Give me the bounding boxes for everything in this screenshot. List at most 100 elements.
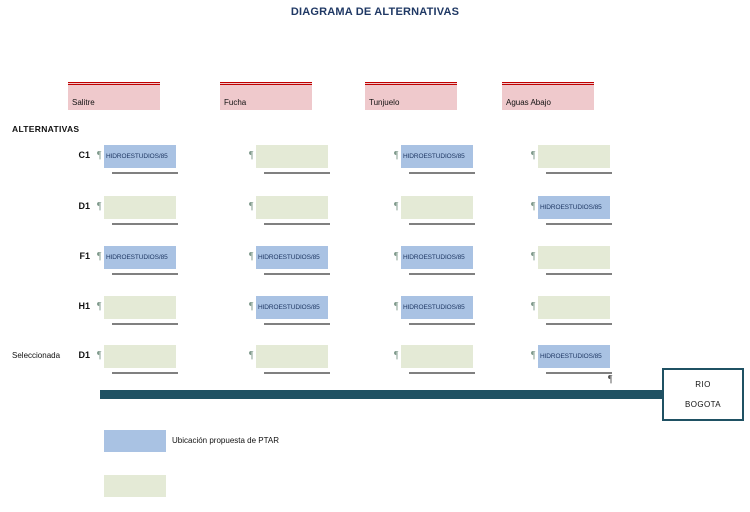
pilcrow-icon: ¶ (531, 301, 536, 312)
column-header-3: Aguas Abajo (502, 82, 594, 110)
empty-box[interactable] (256, 345, 328, 368)
legend-swatch-0 (104, 430, 166, 452)
pilcrow-icon: ¶ (97, 251, 102, 262)
cell-underline (112, 172, 178, 174)
pilcrow-icon: ¶ (531, 251, 536, 262)
pilcrow-icon: ¶ (394, 251, 399, 262)
cell-underline (409, 273, 475, 275)
cell-h1-2[interactable]: ¶ HIDROESTUDIOS/85 (394, 296, 475, 325)
legend-label-0: Ubicación propuesta de PTAR (172, 436, 280, 445)
empty-box[interactable] (401, 196, 473, 219)
cell-h1-0[interactable]: ¶ (97, 296, 178, 325)
ptar-box[interactable]: HIDROESTUDIOS/85 (256, 246, 328, 269)
ptar-box[interactable]: HIDROESTUDIOS/85 (401, 296, 473, 319)
cell-d1-2[interactable]: ¶ (394, 196, 475, 225)
ptar-label: HIDROESTUDIOS/85 (258, 304, 320, 311)
cell-c1-0[interactable]: ¶HIDROESTUDIOS/85 (97, 145, 178, 174)
pilcrow-icon: ¶ (394, 150, 399, 161)
column-header-label: Tunjuelo (369, 98, 400, 107)
cell-underline (546, 172, 612, 174)
empty-box[interactable] (104, 196, 176, 219)
ptar-box[interactable]: HIDROESTUDIOS/85 (104, 145, 176, 168)
cell-underline (264, 172, 330, 174)
empty-box[interactable] (538, 145, 610, 168)
cell-underline (112, 273, 178, 275)
ptar-label: HIDROESTUDIOS/85 (106, 153, 168, 160)
row-code-3: H1 (78, 301, 90, 311)
cell-h1-1[interactable]: ¶ HIDROESTUDIOS/85 (249, 296, 330, 325)
column-header-2: Tunjuelo (365, 82, 457, 110)
ptar-label: HIDROESTUDIOS/85 (540, 204, 602, 211)
pilcrow-icon: ¶ (394, 301, 399, 312)
ptar-box[interactable]: HIDROESTUDIOS/85 (256, 296, 328, 319)
cell-f1-3[interactable]: ¶ (531, 246, 612, 275)
empty-box[interactable] (538, 246, 610, 269)
cell-underline (546, 323, 612, 325)
ptar-box[interactable]: HIDROESTUDIOS/85 (401, 246, 473, 269)
ptar-label: HIDROESTUDIOS/85 (403, 254, 465, 261)
cell-underline (409, 172, 475, 174)
ptar-label: HIDROESTUDIOS/85 (106, 254, 168, 261)
cell-underline (264, 223, 330, 225)
ptar-label: HIDROESTUDIOS/85 (540, 353, 602, 360)
ptar-box[interactable]: HIDROESTUDIOS/85 (401, 145, 473, 168)
empty-box[interactable] (401, 345, 473, 368)
column-header-label: Fucha (224, 98, 247, 107)
cell-underline (264, 323, 330, 325)
pilcrow-icon: ¶ (249, 150, 254, 161)
pilcrow-icon: ¶ (608, 374, 613, 385)
ptar-box[interactable]: HIDROESTUDIOS/85 (538, 345, 610, 368)
cell-d1-3[interactable]: ¶HIDROESTUDIOS/85 (531, 345, 612, 374)
pilcrow-icon: ¶ (249, 301, 254, 312)
cell-c1-2[interactable]: ¶HIDROESTUDIOS/85 (394, 145, 475, 174)
ptar-box[interactable]: HIDROESTUDIOS/85 (104, 246, 176, 269)
alternatives-heading: ALTERNATIVAS (12, 124, 80, 134)
pilcrow-icon: ¶ (394, 350, 399, 361)
cell-d1-3[interactable]: ¶ HIDROESTUDIOS/85 (531, 196, 612, 225)
cell-c1-1[interactable]: ¶ (249, 145, 330, 174)
empty-box[interactable] (104, 345, 176, 368)
column-header-1: Fucha (220, 82, 312, 110)
cell-underline (546, 223, 612, 225)
pilcrow-icon: ¶ (249, 251, 254, 262)
pilcrow-icon: ¶ (97, 350, 102, 361)
empty-box[interactable] (538, 296, 610, 319)
ptar-box[interactable]: HIDROESTUDIOS/85 (538, 196, 610, 219)
empty-box[interactable] (104, 296, 176, 319)
cell-f1-1[interactable]: ¶ HIDROESTUDIOS/85 (249, 246, 330, 275)
cell-underline (112, 223, 178, 225)
cell-f1-0[interactable]: ¶ HIDROESTUDIOS/85 (97, 246, 178, 275)
cell-d1-1[interactable]: ¶ (249, 345, 330, 374)
cell-d1-0[interactable]: ¶ (97, 345, 178, 374)
empty-box[interactable] (256, 145, 328, 168)
pilcrow-icon: ¶ (531, 201, 536, 212)
pilcrow-icon: ¶ (531, 150, 536, 161)
pilcrow-icon: ¶ (97, 301, 102, 312)
cell-underline (264, 372, 330, 374)
rio-bogota-line1: RIO (695, 379, 711, 389)
cell-underline (546, 273, 612, 275)
cell-d1-1[interactable]: ¶ (249, 196, 330, 225)
column-header-label: Aguas Abajo (506, 98, 551, 107)
rio-bogota-line2: BOGOTA (684, 400, 722, 410)
cell-h1-3[interactable]: ¶ (531, 296, 612, 325)
ptar-label: HIDROESTUDIOS/85 (258, 254, 320, 261)
row-code-4: D1 (78, 350, 90, 360)
page-title: DIAGRAMA DE ALTERNATIVAS (290, 6, 460, 18)
cell-c1-3[interactable]: ¶ (531, 145, 612, 174)
cell-underline (409, 223, 475, 225)
legend-swatch-1 (104, 475, 166, 497)
row-code-2: F1 (79, 251, 90, 261)
rio-bogota-channel (100, 390, 666, 399)
cell-underline (409, 372, 475, 374)
row-code-0: C1 (78, 150, 90, 160)
ptar-label: HIDROESTUDIOS/85 (403, 304, 465, 311)
empty-box[interactable] (256, 196, 328, 219)
cell-d1-0[interactable]: ¶ (97, 196, 178, 225)
cell-d1-2[interactable]: ¶ (394, 345, 475, 374)
cell-underline (409, 323, 475, 325)
cell-underline (264, 273, 330, 275)
cell-f1-2[interactable]: ¶ HIDROESTUDIOS/85 (394, 246, 475, 275)
cell-underline (546, 372, 612, 374)
pilcrow-icon: ¶ (97, 201, 102, 212)
